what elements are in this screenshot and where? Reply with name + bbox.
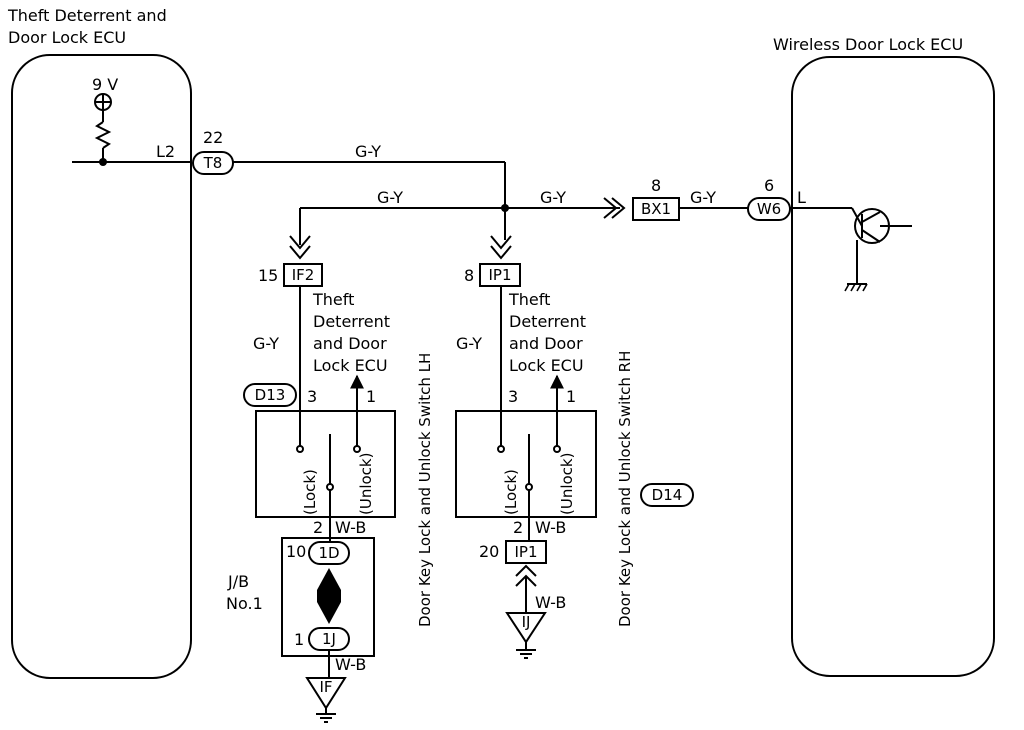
- rh-switch-box: [455, 410, 597, 518]
- ground-point-if-icon: [305, 677, 347, 710]
- rh-target-1: Theft: [508, 290, 550, 309]
- rh-switch-title: Door Key Lock and Unlock Switch RH: [616, 351, 634, 627]
- lh-switch-title: Door Key Lock and Unlock Switch LH: [416, 353, 434, 627]
- rh-pin-lock: 3: [508, 387, 518, 406]
- lh-switch-box: [255, 410, 396, 518]
- supply-voltage: 9 V: [92, 75, 118, 94]
- ip1-pin: 8: [464, 266, 474, 285]
- if2-pin: 15: [258, 266, 278, 285]
- connector-1j-label: 1J: [322, 630, 336, 648]
- left-ecu-title-2: Door Lock ECU: [8, 28, 126, 47]
- left-ecu-box: [11, 54, 192, 679]
- lh-pin-lock: 3: [307, 387, 317, 406]
- connector-d14: [640, 483, 694, 507]
- rh-ground-pin: 20: [479, 542, 499, 561]
- right-ecu-box: [791, 56, 995, 677]
- rh-wire-label: G-Y: [456, 334, 482, 353]
- wire-bx1-w6-label: G-Y: [690, 188, 716, 207]
- rh-connector-arrow-icon: [490, 235, 512, 250]
- t8-pin: 22: [203, 128, 223, 147]
- left-ecu-title-1: Theft Deterrent and: [7, 6, 167, 25]
- rh-ground-wire-label: W-B: [535, 593, 566, 612]
- rh-target-4: Lock ECU: [509, 356, 584, 375]
- ground-point-if: IF: [319, 678, 332, 696]
- wire-branch-label: G-Y: [377, 188, 403, 207]
- w6-pin: 6: [764, 176, 774, 195]
- ground-point-ij: IJ: [522, 613, 531, 631]
- rh-pin-unlock: 1: [566, 387, 576, 406]
- connector-1d: [308, 541, 350, 565]
- wire-main-label: G-Y: [355, 142, 381, 161]
- connector-t8-label: T8: [203, 154, 223, 172]
- connector-w6-label: W6: [757, 200, 781, 218]
- lh-pin-ground: 2: [313, 518, 323, 537]
- jb-pin-bottom: 1: [294, 630, 304, 649]
- lh-target-3: and Door: [313, 334, 387, 353]
- bx1-pin: 8: [651, 176, 661, 195]
- lh-target-4: Lock ECU: [313, 356, 388, 375]
- jb-link-icon: [317, 568, 341, 590]
- rh-target-2: Deterrent: [509, 312, 586, 331]
- lh-connector-arrow-icon: [289, 235, 311, 250]
- right-ecu-title: Wireless Door Lock ECU: [773, 35, 963, 54]
- left-terminal-l2: L2: [156, 142, 175, 161]
- right-terminal-l: L: [797, 188, 806, 207]
- connector-d13-label: D13: [255, 386, 286, 404]
- jb-label-2: No.1: [226, 594, 263, 613]
- lh-target-1: Theft: [312, 290, 354, 309]
- connector-ip1-ground: [505, 540, 547, 564]
- jb-pin-top: 10: [286, 542, 306, 561]
- rh-lock-label: (Lock): [502, 469, 520, 515]
- rh-unlock-label: (Unlock): [558, 453, 576, 515]
- connector-if2: [283, 263, 323, 287]
- lh-ground-wire: W-B: [335, 518, 366, 537]
- lh-pin-unlock: 1: [366, 387, 376, 406]
- jb-label-1: J/B: [227, 572, 249, 591]
- lh-lock-label: (Lock): [301, 469, 319, 515]
- wire-to-bx1-label: G-Y: [540, 188, 566, 207]
- connector-1d-label: 1D: [318, 544, 339, 562]
- jb-ground-wire: W-B: [335, 655, 366, 674]
- ground-point-ij-icon: [505, 612, 547, 644]
- connector-ip1-label: IP1: [488, 266, 511, 284]
- connector-if2-label: IF2: [292, 266, 315, 284]
- connector-bx1-label: BX1: [641, 200, 671, 218]
- rh-target-3: and Door: [509, 334, 583, 353]
- connector-arrow-icon: [603, 197, 618, 219]
- rh-pin-ground: 2: [513, 518, 523, 537]
- lh-unlock-label: (Unlock): [357, 453, 375, 515]
- connector-d13: [243, 383, 297, 407]
- connector-d14-label: D14: [652, 486, 683, 504]
- connector-ip1-ground-label: IP1: [514, 543, 537, 561]
- rh-ground-arrow-icon: [515, 564, 537, 577]
- lh-wire-label: G-Y: [253, 334, 279, 353]
- lh-target-2: Deterrent: [313, 312, 390, 331]
- resistor-icon: [94, 121, 112, 149]
- rh-ground-wire: W-B: [535, 518, 566, 537]
